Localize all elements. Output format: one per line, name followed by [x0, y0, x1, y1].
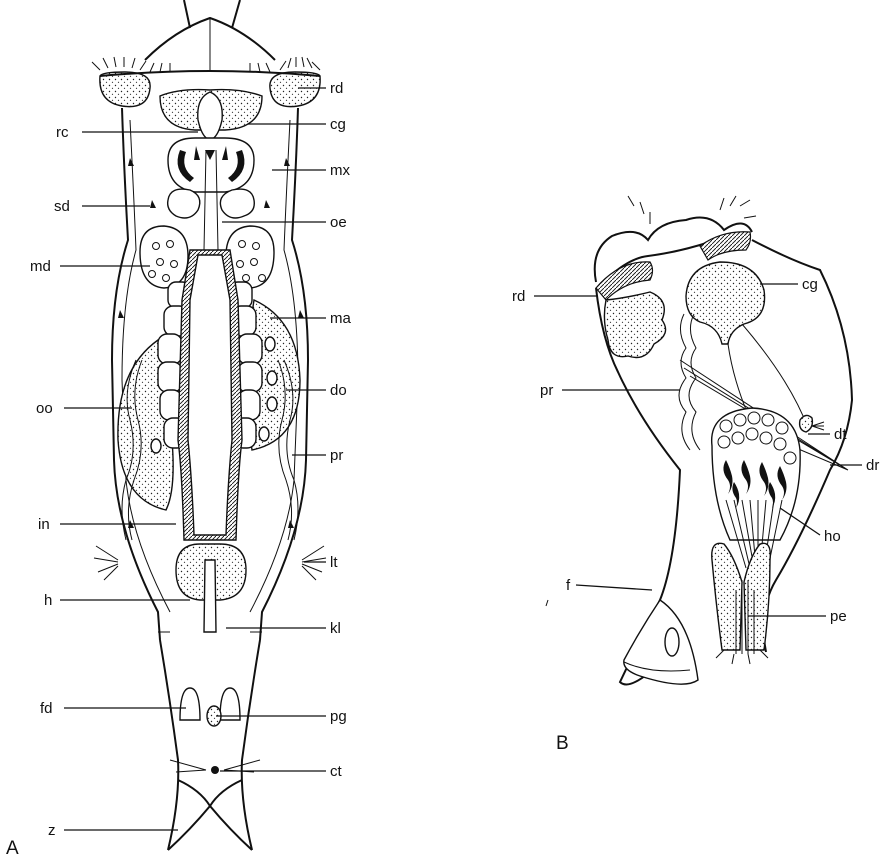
label-a-pg: pg	[330, 708, 347, 725]
label-a-cg: cg	[330, 116, 346, 133]
label-a-ma: ma	[330, 310, 351, 327]
label-a-oo: oo	[36, 400, 53, 417]
label-a-sd: sd	[54, 198, 70, 215]
label-a-in: in	[38, 516, 50, 533]
label-a-z: z	[48, 822, 56, 839]
label-a-oe: oe	[330, 214, 347, 231]
label-a-kl: kl	[330, 620, 341, 637]
label-b-pr: pr	[540, 382, 553, 399]
label-a-do: do	[330, 382, 347, 399]
label-a-ct: ct	[330, 763, 343, 780]
label-a-pr: pr	[330, 447, 343, 464]
panel-a-letter: A	[6, 838, 19, 859]
label-a-fd: fd	[40, 700, 53, 717]
panel-b-leaders	[534, 284, 862, 616]
panel-a-drawing	[92, 0, 326, 850]
label-b-dr: dr	[866, 457, 879, 474]
label-b-ho: ho	[824, 528, 841, 545]
label-a-lt: lt	[330, 554, 338, 571]
label-b-rd: rd	[512, 288, 525, 305]
label-a-h: h	[44, 592, 52, 609]
label-b-f: f	[566, 577, 571, 594]
label-b-dt: dt	[834, 426, 847, 443]
panel-b-drawing	[546, 196, 852, 684]
label-b-pe: pe	[830, 608, 847, 625]
label-b-cg: cg	[802, 276, 818, 293]
label-a-mx: mx	[330, 162, 350, 179]
panel-b-letter: B	[556, 733, 569, 754]
label-a-rd: rd	[330, 80, 343, 97]
label-a-rc: rc	[56, 124, 69, 141]
label-a-md: md	[30, 258, 51, 275]
